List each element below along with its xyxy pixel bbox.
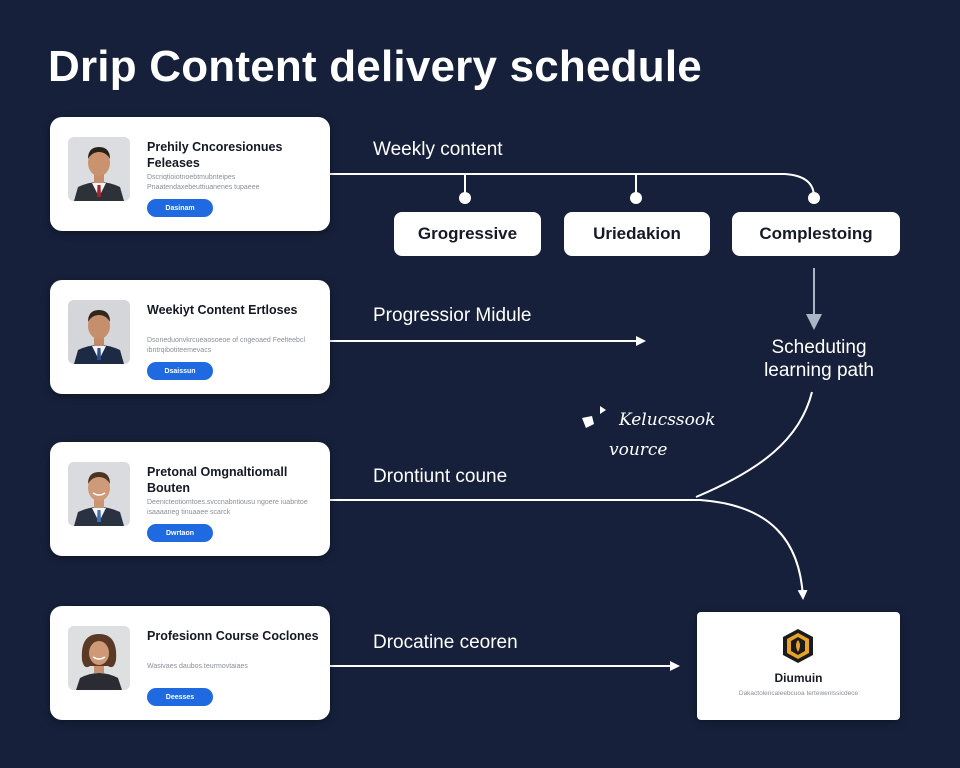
content-card: Weekiyt Content Ertloses Dsoneduonvkrcue… — [50, 280, 330, 394]
label-resource-line-2: vource — [609, 440, 668, 460]
content-card: Pretonal Omgnaltiomall Bouten Deenicteot… — [50, 442, 330, 556]
label-scheduling-path: Scheduting learning path — [764, 337, 874, 381]
card-button[interactable]: Dasinam — [147, 199, 213, 217]
card-title: Prehily Cncoresionues Feleases — [147, 140, 283, 170]
curve-down-to-destination — [699, 499, 808, 600]
label-weekly-content: Weekly content — [373, 139, 503, 160]
avatar — [68, 300, 130, 364]
avatar — [68, 626, 130, 690]
weekly-connector — [330, 173, 815, 198]
page-title: Drip Content delivery schedule — [48, 42, 702, 91]
card-title: Weekiyt Content Ertloses — [147, 303, 298, 317]
card-description: Wasivaes daubos.teurmovtaiaes — [147, 663, 248, 670]
down-arrow-head — [806, 314, 822, 330]
content-card: Profesionn Course Coclones Wasivaes daub… — [50, 606, 330, 720]
card-button[interactable]: Dwrtaon — [147, 524, 213, 542]
card-title: Profesionn Course Coclones — [147, 629, 319, 643]
label-resource-line-1: Kelucssook — [619, 410, 716, 430]
card-description: Deenicteotiomtoes.svccnabntiousu ngoere … — [147, 499, 308, 516]
stage-progressive: Grogressive — [394, 212, 541, 256]
curve-up-to-scheduling — [695, 391, 813, 498]
destination-title: Diumuin — [774, 671, 823, 685]
badge-icon — [781, 627, 815, 670]
stage-uriedakion: Uriedakion — [564, 212, 710, 256]
label-drocatine-ceoren: Drocatine ceoren — [373, 632, 518, 653]
avatar — [68, 462, 130, 526]
content-card: Prehily Cncoresionues Feleases Dscriqtio… — [50, 117, 330, 231]
node-progressive — [459, 192, 471, 204]
label-drontiunt-coune: Drontiunt coune — [373, 466, 508, 487]
avatar — [68, 137, 130, 201]
destination-description: Dakactolencaleebcuoa tertewenlssicdece — [738, 690, 859, 697]
card-button[interactable]: Deesses — [147, 688, 213, 706]
node-uriedakion — [630, 192, 642, 204]
card-description: Dsoneduonvkrcueaosoeoe of cngeoaed Feelt… — [147, 337, 306, 354]
card-title: Pretonal Omgnaltiomall Bouten — [147, 465, 288, 495]
label-progression-module: Progressior Midule — [373, 305, 532, 326]
card-button[interactable]: Dsaissun — [147, 362, 213, 380]
node-complestoing — [808, 192, 820, 204]
destination-card: Diumuin Dakactolencaleebcuoa tertewenlss… — [697, 612, 900, 720]
card-description: Dscriqtioiotnoebtmubnteipes Pnaatendaxeb… — [147, 174, 260, 191]
stage-complestoing: Complestoing — [732, 212, 900, 256]
resource-marker-icon — [582, 406, 606, 428]
